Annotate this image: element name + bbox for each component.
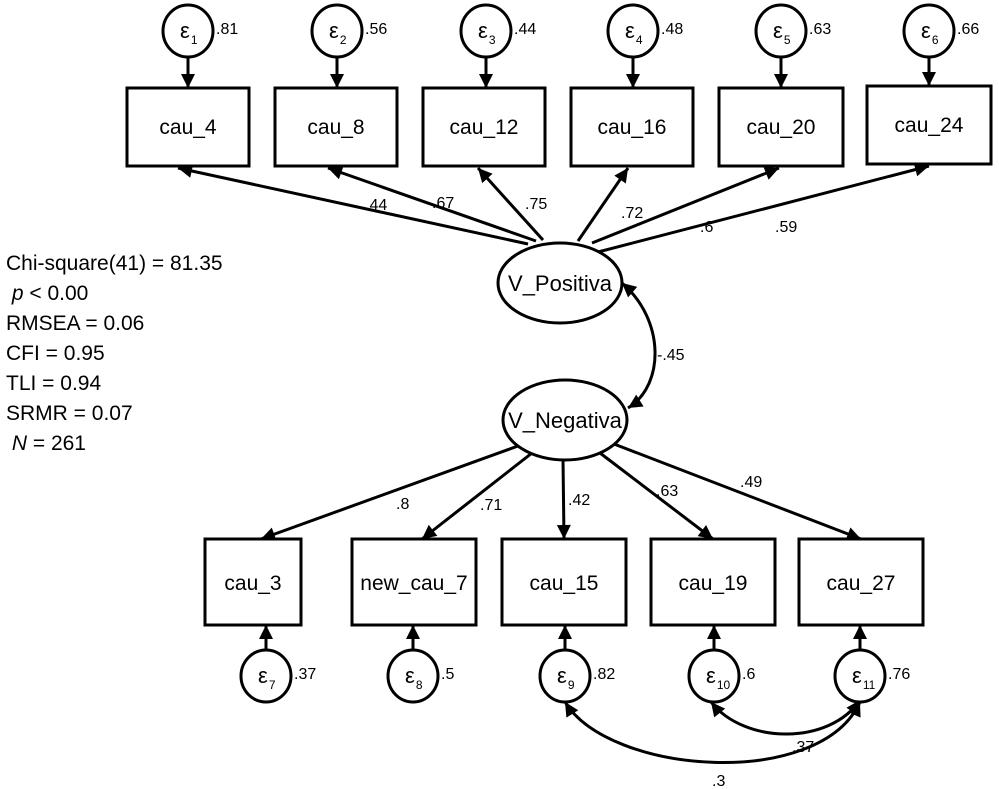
indicator-box-cau_4 bbox=[125, 86, 251, 168]
error-term-4-subscript: 4 bbox=[636, 33, 643, 47]
paths-layer bbox=[177, 57, 936, 764]
indicator-box-cau_27 bbox=[797, 537, 925, 627]
indicator-box-cau_12 bbox=[421, 86, 547, 168]
indicator-box-cau_15 bbox=[500, 537, 628, 627]
error-term-11-circle bbox=[833, 648, 887, 704]
error-term-8-circle bbox=[386, 648, 440, 704]
error-covariance-label: .3 bbox=[712, 773, 725, 789]
p-value-stat: p < 0.00 bbox=[11, 282, 89, 305]
error-term-6-variance: .66 bbox=[957, 21, 979, 38]
n-stat: N = 261 bbox=[11, 432, 86, 455]
latent-label: V_Positiva bbox=[508, 271, 613, 296]
error-term-11-variance: .76 bbox=[888, 666, 910, 683]
loading-arrow bbox=[177, 164, 529, 246]
error-term-2-circle bbox=[310, 3, 364, 59]
error-term-1-variance: .81 bbox=[216, 21, 238, 38]
loading-label: .49 bbox=[740, 474, 762, 491]
loading-arrow bbox=[576, 167, 630, 242]
indicator-box-cau_16 bbox=[569, 86, 695, 168]
loading-arrow bbox=[260, 444, 519, 541]
latent-V_Positiva bbox=[496, 241, 624, 325]
error-covariance-label: .37 bbox=[792, 739, 814, 756]
error-term-2-subscript: 2 bbox=[340, 33, 347, 47]
error-term-6-circle bbox=[902, 3, 956, 59]
error-term-9-circle bbox=[538, 648, 592, 704]
loading-arrow bbox=[421, 451, 533, 541]
error-term-7-variance: .37 bbox=[294, 666, 316, 683]
loading-arrow bbox=[476, 166, 545, 242]
error-term-5-subscript: 5 bbox=[784, 33, 791, 47]
error-term-10-subscript: 10 bbox=[717, 678, 731, 692]
indicator-box-cau_20 bbox=[717, 86, 845, 168]
loading-arrow bbox=[613, 442, 862, 541]
error-term-8-subscript: 8 bbox=[416, 678, 423, 692]
error-term-1-subscript: 1 bbox=[191, 33, 198, 47]
error-term-11-subscript: 11 bbox=[863, 678, 876, 692]
loading-label: .6 bbox=[700, 219, 713, 236]
error-term-3-circle bbox=[459, 3, 513, 59]
error-term-5-circle bbox=[754, 3, 808, 59]
error-term-9-variance: .82 bbox=[593, 666, 615, 683]
loading-label: .71 bbox=[480, 497, 502, 514]
indicator-box-cau_24 bbox=[865, 84, 993, 166]
error-term-4-variance: .48 bbox=[661, 21, 683, 38]
error-term-7-circle bbox=[239, 648, 293, 704]
indicator-label: cau_24 bbox=[895, 114, 964, 137]
indicator-box-new_cau_7 bbox=[350, 537, 478, 627]
loading-arrow bbox=[327, 166, 537, 243]
loading-label: .44 bbox=[365, 197, 387, 214]
loading-label: .59 bbox=[775, 219, 797, 236]
error-term-7-subscript: 7 bbox=[269, 678, 276, 692]
latent-V_Negativa bbox=[501, 378, 629, 462]
loading-label: .72 bbox=[621, 205, 643, 222]
fit-statistics: Chi-square(41) = 81.35 p < 0.00 RMSEA = … bbox=[6, 249, 223, 459]
latent-covariance-label: -.45 bbox=[657, 347, 685, 364]
loading-label: .63 bbox=[656, 483, 678, 500]
loading-label: .67 bbox=[432, 195, 454, 212]
error-term-9-subscript: 9 bbox=[568, 678, 575, 692]
loading-label: .75 bbox=[525, 196, 547, 213]
srmr-stat: SRMR = 0.07 bbox=[6, 402, 133, 425]
rmsea-stat: RMSEA = 0.06 bbox=[6, 312, 145, 335]
error-term-5-variance: .63 bbox=[809, 21, 831, 38]
indicator-label: cau_4 bbox=[159, 116, 217, 139]
indicator-label: cau_3 bbox=[224, 572, 281, 595]
error-term-3-variance: .44 bbox=[514, 21, 536, 38]
loading-arrow bbox=[591, 166, 780, 245]
error-term-4-circle bbox=[606, 3, 660, 59]
indicator-box-cau_8 bbox=[273, 86, 399, 168]
error-term-10-variance: .6 bbox=[742, 666, 755, 683]
cfi-stat: CFI = 0.95 bbox=[6, 342, 105, 365]
indicator-label: cau_15 bbox=[530, 572, 599, 595]
chi-square-stat: Chi-square(41) = 81.35 bbox=[6, 252, 223, 275]
loading-arrow bbox=[597, 162, 930, 254]
indicator-label: cau_8 bbox=[307, 116, 364, 139]
error-term-6-subscript: 6 bbox=[932, 33, 939, 47]
indicator-label: cau_27 bbox=[827, 572, 896, 595]
indicator-label: cau_12 bbox=[450, 116, 519, 139]
loading-label: .8 bbox=[396, 496, 409, 513]
indicator-label: new_cau_7 bbox=[360, 572, 467, 595]
indicator-box-cau_3 bbox=[203, 537, 303, 627]
indicator-label: cau_19 bbox=[679, 572, 748, 595]
indicator-label: cau_16 bbox=[598, 116, 667, 139]
error-term-8-variance: .5 bbox=[441, 666, 454, 683]
loading-arrow bbox=[599, 451, 714, 541]
latent-covariance-arrow bbox=[621, 281, 657, 410]
loading-label: .42 bbox=[568, 492, 590, 509]
error-term-1-circle bbox=[161, 3, 215, 59]
loading-arrow bbox=[556, 458, 571, 540]
error-term-10-circle bbox=[687, 648, 741, 704]
latent-label: V_Negativa bbox=[508, 408, 623, 433]
nodes-layer: cau_4ε1cau_8ε2cau_12ε3cau_16ε4cau_20ε5ca… bbox=[125, 3, 993, 704]
tli-stat: TLI = 0.94 bbox=[6, 372, 102, 395]
labels-layer: .81.44.56.67.44.75.48.72.63.6.66.59.37.8… bbox=[216, 21, 979, 789]
error-covariance-arrow-9-11 bbox=[563, 701, 862, 764]
indicator-label: cau_20 bbox=[747, 116, 816, 139]
error-term-3-subscript: 3 bbox=[489, 33, 496, 47]
error-term-2-variance: .56 bbox=[365, 21, 387, 38]
indicator-box-cau_19 bbox=[649, 537, 777, 627]
